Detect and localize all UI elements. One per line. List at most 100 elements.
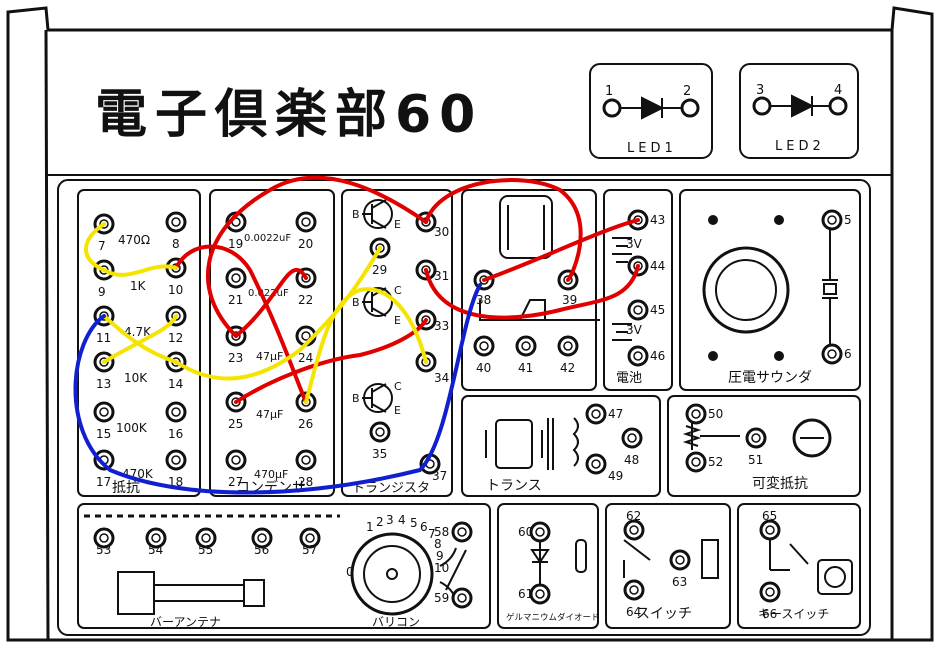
terminal-1[interactable]: [602, 98, 622, 118]
terminal-ring[interactable]: [295, 449, 317, 471]
terminal-27[interactable]: 27: [225, 449, 247, 489]
terminal-47[interactable]: 47: [585, 403, 623, 425]
yellow-jumper-wire[interactable]: [102, 314, 178, 364]
terminal-11[interactable]: 11: [93, 305, 115, 345]
led1-pin-2: 2: [683, 84, 691, 99]
terminal-ring[interactable]: [529, 583, 551, 605]
terminal-54[interactable]: 54: [145, 527, 167, 557]
terminal-ring[interactable]: [745, 427, 767, 449]
terminal-45[interactable]: 45: [627, 299, 665, 321]
terminal-17[interactable]: 17: [93, 449, 115, 489]
terminal-57[interactable]: 57: [299, 527, 321, 557]
yellow-jumper-wire[interactable]: [304, 287, 428, 404]
terminal-ring[interactable]: [165, 211, 187, 233]
terminal-61[interactable]: 61: [518, 583, 551, 605]
red-jumper-wire[interactable]: [234, 268, 308, 338]
terminal-34[interactable]: 34: [415, 351, 449, 385]
terminal-ring[interactable]: [627, 345, 649, 367]
red-jumper-wire[interactable]: [424, 178, 583, 282]
terminal-ring[interactable]: [225, 449, 247, 471]
terminal-8[interactable]: 8: [165, 211, 187, 251]
terminal-ring[interactable]: [299, 527, 321, 549]
terminal-ring[interactable]: [93, 401, 115, 423]
terminal-21[interactable]: 21: [225, 267, 247, 307]
yellow-jumper-wire[interactable]: [174, 246, 382, 381]
terminal-ring[interactable]: [585, 403, 607, 425]
terminal-58[interactable]: 58: [434, 521, 473, 543]
terminal-62[interactable]: 62: [623, 509, 645, 541]
terminal-28[interactable]: 28: [295, 449, 317, 489]
terminal-40[interactable]: 40: [473, 335, 495, 375]
terminal-ring[interactable]: [623, 519, 645, 541]
terminal-ring[interactable]: [669, 549, 691, 571]
terminal-55[interactable]: 55: [195, 527, 217, 557]
terminal-ring[interactable]: [251, 527, 273, 549]
terminal-15[interactable]: 15: [93, 401, 115, 441]
terminal-ring[interactable]: [295, 211, 317, 233]
terminal-18[interactable]: 18: [165, 449, 187, 489]
terminal-ring[interactable]: [165, 449, 187, 471]
terminal-3[interactable]: [752, 96, 772, 116]
terminal-5[interactable]: 5: [821, 209, 852, 231]
terminal-2[interactable]: [680, 98, 700, 118]
terminal-42[interactable]: 42: [557, 335, 579, 375]
terminal-ring[interactable]: [585, 453, 607, 475]
terminal-50[interactable]: 50: [685, 403, 723, 425]
terminal-6[interactable]: 6: [821, 343, 852, 365]
terminal-16[interactable]: 16: [165, 401, 187, 441]
terminal-ring[interactable]: [165, 401, 187, 423]
terminal-ring[interactable]: [145, 527, 167, 549]
terminal-56[interactable]: 56: [251, 527, 273, 557]
terminal-hole: [675, 555, 685, 565]
terminal-ring[interactable]: [759, 519, 781, 541]
red-jumper-wire[interactable]: [482, 218, 640, 282]
terminal-4[interactable]: [828, 96, 848, 116]
terminal-ring[interactable]: [451, 521, 473, 543]
terminal-60[interactable]: 60: [518, 521, 551, 543]
terminal-ring[interactable]: [621, 427, 643, 449]
terminal-41[interactable]: 41: [515, 335, 537, 375]
terminal-48[interactable]: 48: [621, 427, 643, 467]
terminal-53[interactable]: 53: [93, 527, 115, 557]
terminal-66[interactable]: 66: [759, 581, 781, 621]
terminal-ring[interactable]: [759, 581, 781, 603]
terminal-ring[interactable]: [515, 335, 537, 357]
terminal-ring[interactable]: [195, 527, 217, 549]
terminal-35[interactable]: 35: [369, 421, 391, 461]
terminal-ring[interactable]: [369, 421, 391, 443]
red-jumper-wire[interactable]: [174, 244, 308, 404]
terminal-ring[interactable]: [473, 335, 495, 357]
red-jumper-wire[interactable]: [424, 264, 640, 320]
terminal-ring[interactable]: [821, 343, 843, 365]
terminal-ring[interactable]: [451, 587, 473, 609]
yellow-jumper-wire[interactable]: [84, 222, 178, 277]
dial-number: 2: [376, 515, 384, 529]
terminal-33[interactable]: 33: [415, 309, 449, 333]
blue-jumper-wire[interactable]: [73, 283, 482, 495]
terminal-31[interactable]: 31: [415, 259, 449, 283]
terminal-64[interactable]: 64: [623, 579, 645, 619]
terminal-ring[interactable]: [627, 299, 649, 321]
terminal-ring[interactable]: [821, 209, 843, 231]
terminal-63[interactable]: 63: [669, 549, 691, 589]
terminal-ring[interactable]: [557, 335, 579, 357]
terminal-ring[interactable]: [623, 579, 645, 601]
terminal-ring[interactable]: [93, 527, 115, 549]
terminal-ring[interactable]: [685, 451, 707, 473]
terminal-49[interactable]: 49: [585, 453, 623, 483]
yellow-jumper-wire[interactable]: [102, 314, 178, 364]
terminal-37[interactable]: 37: [419, 453, 447, 483]
terminal-46[interactable]: 46: [627, 345, 665, 367]
terminal-44[interactable]: 44: [627, 255, 665, 277]
terminal-7[interactable]: 7: [93, 213, 115, 253]
terminal-52[interactable]: 52: [685, 451, 723, 473]
terminal-ring[interactable]: [685, 403, 707, 425]
terminal-20[interactable]: 20: [295, 211, 317, 251]
terminal-ring[interactable]: [225, 267, 247, 289]
terminal-65[interactable]: 65: [759, 509, 781, 541]
terminal-59[interactable]: 59: [434, 587, 473, 609]
red-jumper-wire[interactable]: [205, 175, 428, 338]
terminal-ring[interactable]: [529, 521, 551, 543]
terminal-51[interactable]: 51: [745, 427, 767, 467]
terminal-ring[interactable]: [93, 449, 115, 471]
